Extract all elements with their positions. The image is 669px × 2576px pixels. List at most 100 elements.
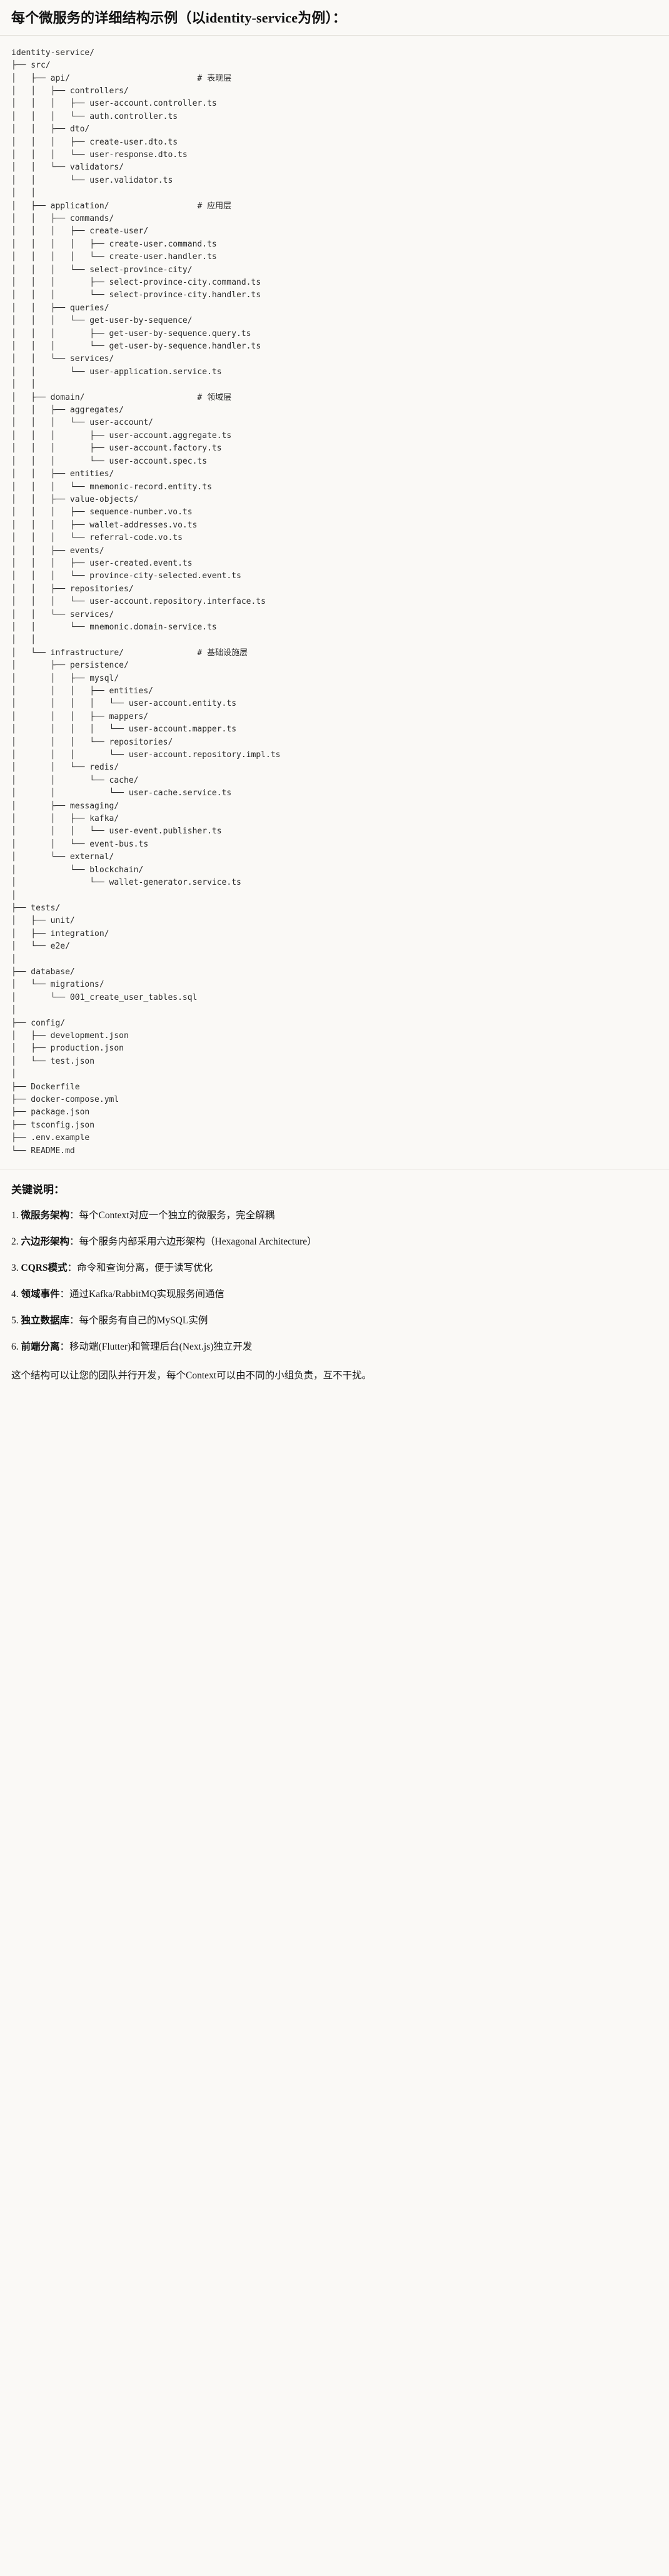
key-note-term: CQRS模式 (21, 1263, 68, 1274)
tree-line: │ │ (11, 380, 36, 389)
tree-line: │ │ ├── commands/ (11, 214, 114, 223)
tree-line: │ │ │ ├── select-province-city.command.t… (11, 278, 261, 287)
tree-line: │ │ │ └── select-province-city.handler.t… (11, 290, 261, 300)
tree-line-path: │ └── infrastructure/ (11, 648, 124, 658)
tree-line: │ │ │ ├── get-user-by-sequence.query.ts (11, 329, 251, 339)
tree-line: │ │ └── user.validator.ts (11, 176, 173, 185)
tree-line-path: │ (11, 954, 16, 964)
tree-line: │ ├── unit/ (11, 916, 75, 925)
tree-line-path: │ │ │ └── user-account.repository.impl.t… (11, 750, 281, 760)
tree-line-path: │ │ └── redis/ (11, 763, 119, 773)
key-note-separator: ： (69, 1236, 79, 1248)
key-notes-title: 关键说明： (11, 1184, 64, 1196)
tree-line: │ │ ├── queries/ (11, 303, 109, 313)
tree-line: │ └── 001_create_user_tables.sql (11, 993, 197, 1002)
tree-line-path: │ ├── application/ (11, 201, 109, 211)
tree-line-path: ├── docker-compose.yml (11, 1095, 119, 1104)
tree-line: ├── package.json (11, 1107, 89, 1117)
tree-line-path: ├── database/ (11, 967, 75, 977)
tree-line: │ │ │ └── auth.controller.ts (11, 112, 178, 121)
tree-line: │ │ ├── events/ (11, 546, 104, 556)
tree-line-path: │ │ │ └── get-user-by-sequence.handler.t… (11, 342, 261, 352)
key-note-description: 每个服务内部采用六边形架构（Hexagonal Architecture） (79, 1236, 317, 1248)
tree-line: │ ├── persistence/ (11, 661, 129, 670)
tree-line: │ │ └── user-cache.service.ts (11, 788, 231, 798)
tree-line-path: │ │ │ ├── user-account.controller.ts (11, 99, 217, 109)
tree-line: ├── database/ (11, 967, 75, 977)
tree-line-gap (70, 74, 198, 83)
key-note-term: 六边形架构 (21, 1236, 70, 1248)
tree-line-path: │ │ │ ├── mappers/ (11, 711, 149, 721)
key-note-description: 每个Context对应一个独立的微服务，完全解耦 (79, 1210, 275, 1221)
tree-line-path: │ │ ├── queries/ (11, 303, 109, 313)
tree-line: │ │ │ └── user-account.repository.impl.t… (11, 750, 280, 760)
tree-line-path: │ └── blockchain/ (11, 865, 144, 875)
tree-line-path: ├── config/ (11, 1018, 66, 1028)
key-note-separator: ： (69, 1315, 79, 1326)
tree-line: │ │ │ └── user-account/ (11, 418, 153, 427)
tree-line-path: │ │ │ ├── sequence-number.vo.ts (11, 507, 193, 517)
tree-line: │ │ │ │ └── create-user.handler.ts (11, 252, 217, 262)
closing-note: 这个结构可以让您的团队并行开发，每个Context可以由不同的小组负责，互不干扰… (11, 1370, 372, 1382)
key-note-description: 每个服务有自己的MySQL实例 (79, 1315, 208, 1326)
key-note-separator: ： (59, 1341, 70, 1353)
tree-line-path: │ │ │ └── referral-code.vo.ts (11, 533, 183, 543)
tree-line-path: │ │ │ └── user-account.spec.ts (11, 456, 208, 466)
tree-line: ├── src/ (11, 61, 51, 70)
tree-line: │ │ ├── value-objects/ (11, 495, 139, 504)
tree-line-path: │ │ ├── kafka/ (11, 814, 119, 824)
tree-line-path: │ └── test.json (11, 1056, 95, 1066)
tree-line: │ │ │ ├── sequence-number.vo.ts (11, 507, 193, 517)
tree-line: │ │ │ └── province-city-selected.event.t… (11, 571, 241, 581)
tree-line: │ │ ├── kafka/ (11, 814, 119, 823)
tree-line-path: │ │ ├── mysql/ (11, 673, 119, 683)
tree-line: │ ├── integration/ (11, 929, 109, 939)
tree-line: │ │ │ └── user-account.spec.ts (11, 457, 207, 466)
tree-line-path: │ │ ├── repositories/ (11, 584, 134, 594)
tree-line: │ │ │ └── user-response.dto.ts (11, 150, 188, 160)
tree-line: │ └── e2e/ (11, 942, 70, 951)
tree-line: │ │ │ └── referral-code.vo.ts (11, 533, 183, 542)
tree-line: │ │ (11, 635, 36, 644)
tree-line-path: │ │ │ ├── create-user.dto.ts (11, 137, 178, 147)
tree-line-path: │ │ │ └── select-province-city/ (11, 265, 193, 275)
tree-line: │ └── blockchain/ (11, 865, 143, 875)
tree-line: │ (11, 891, 16, 900)
tree-line: │ │ │ ├── mappers/ (11, 712, 148, 721)
key-note-item: 领域事件：通过Kafka/RabbitMQ实现服务间通信 (11, 1287, 658, 1302)
tree-line-path: │ │ └── cache/ (11, 775, 139, 785)
tree-line: │ │ └── cache/ (11, 776, 139, 785)
tree-line-path: │ │ (11, 380, 36, 390)
tree-line-path: │ ├── messaging/ (11, 801, 119, 811)
tree-line: │ │ │ └── repositories/ (11, 738, 173, 747)
tree-line: │ │ ├── entities/ (11, 469, 114, 479)
tree-line-comment: # 表现层 (197, 73, 232, 83)
tree-line: │ │ │ ├── entities/ (11, 686, 153, 696)
tree-line-path: │ │ ├── entities/ (11, 469, 114, 479)
tree-line: │ (11, 955, 16, 964)
tree-line-path: │ └── external/ (11, 852, 114, 862)
tree-line: │ │ │ │ └── user-account.mapper.ts (11, 725, 236, 734)
tree-line: │ │ └── services/ (11, 354, 114, 364)
tree-line-path: │ ├── production.json (11, 1044, 124, 1054)
tree-line: │ │ │ └── get-user-by-sequence.handler.t… (11, 342, 261, 351)
key-note-term: 领域事件 (21, 1289, 60, 1300)
tree-line: ├── tsconfig.json (11, 1121, 94, 1130)
key-note-description: 通过Kafka/RabbitMQ实现服务间通信 (69, 1289, 225, 1300)
tree-line-path: │ │ │ │ └── user-account.mapper.ts (11, 725, 237, 735)
tree-line: │ │ │ └── user-event.publisher.ts (11, 827, 222, 836)
key-note-term: 微服务架构 (21, 1210, 70, 1221)
tree-line-path: ├── .env.example (11, 1133, 90, 1143)
tree-line: │ ├── domain/ # 领域层 (11, 393, 231, 402)
tree-line: │ │ │ └── get-user-by-sequence/ (11, 316, 193, 325)
tree-line: │ │ │ ├── user-account.factory.ts (11, 444, 222, 453)
tree-line-path: │ │ (11, 188, 36, 198)
tree-line-path: │ ├── domain/ (11, 392, 85, 402)
tree-line-path: │ └── migrations/ (11, 980, 104, 990)
tree-line-path: │ │ ├── events/ (11, 546, 104, 556)
tree-line: │ │ │ ├── user-account.controller.ts (11, 99, 217, 108)
tree-line-path: │ │ └── event-bus.ts (11, 839, 149, 849)
tree-line-path: │ │ │ └── user-account/ (11, 418, 153, 428)
tree-line-path: │ │ ├── commands/ (11, 213, 114, 223)
tree-line: │ └── external/ (11, 852, 114, 862)
